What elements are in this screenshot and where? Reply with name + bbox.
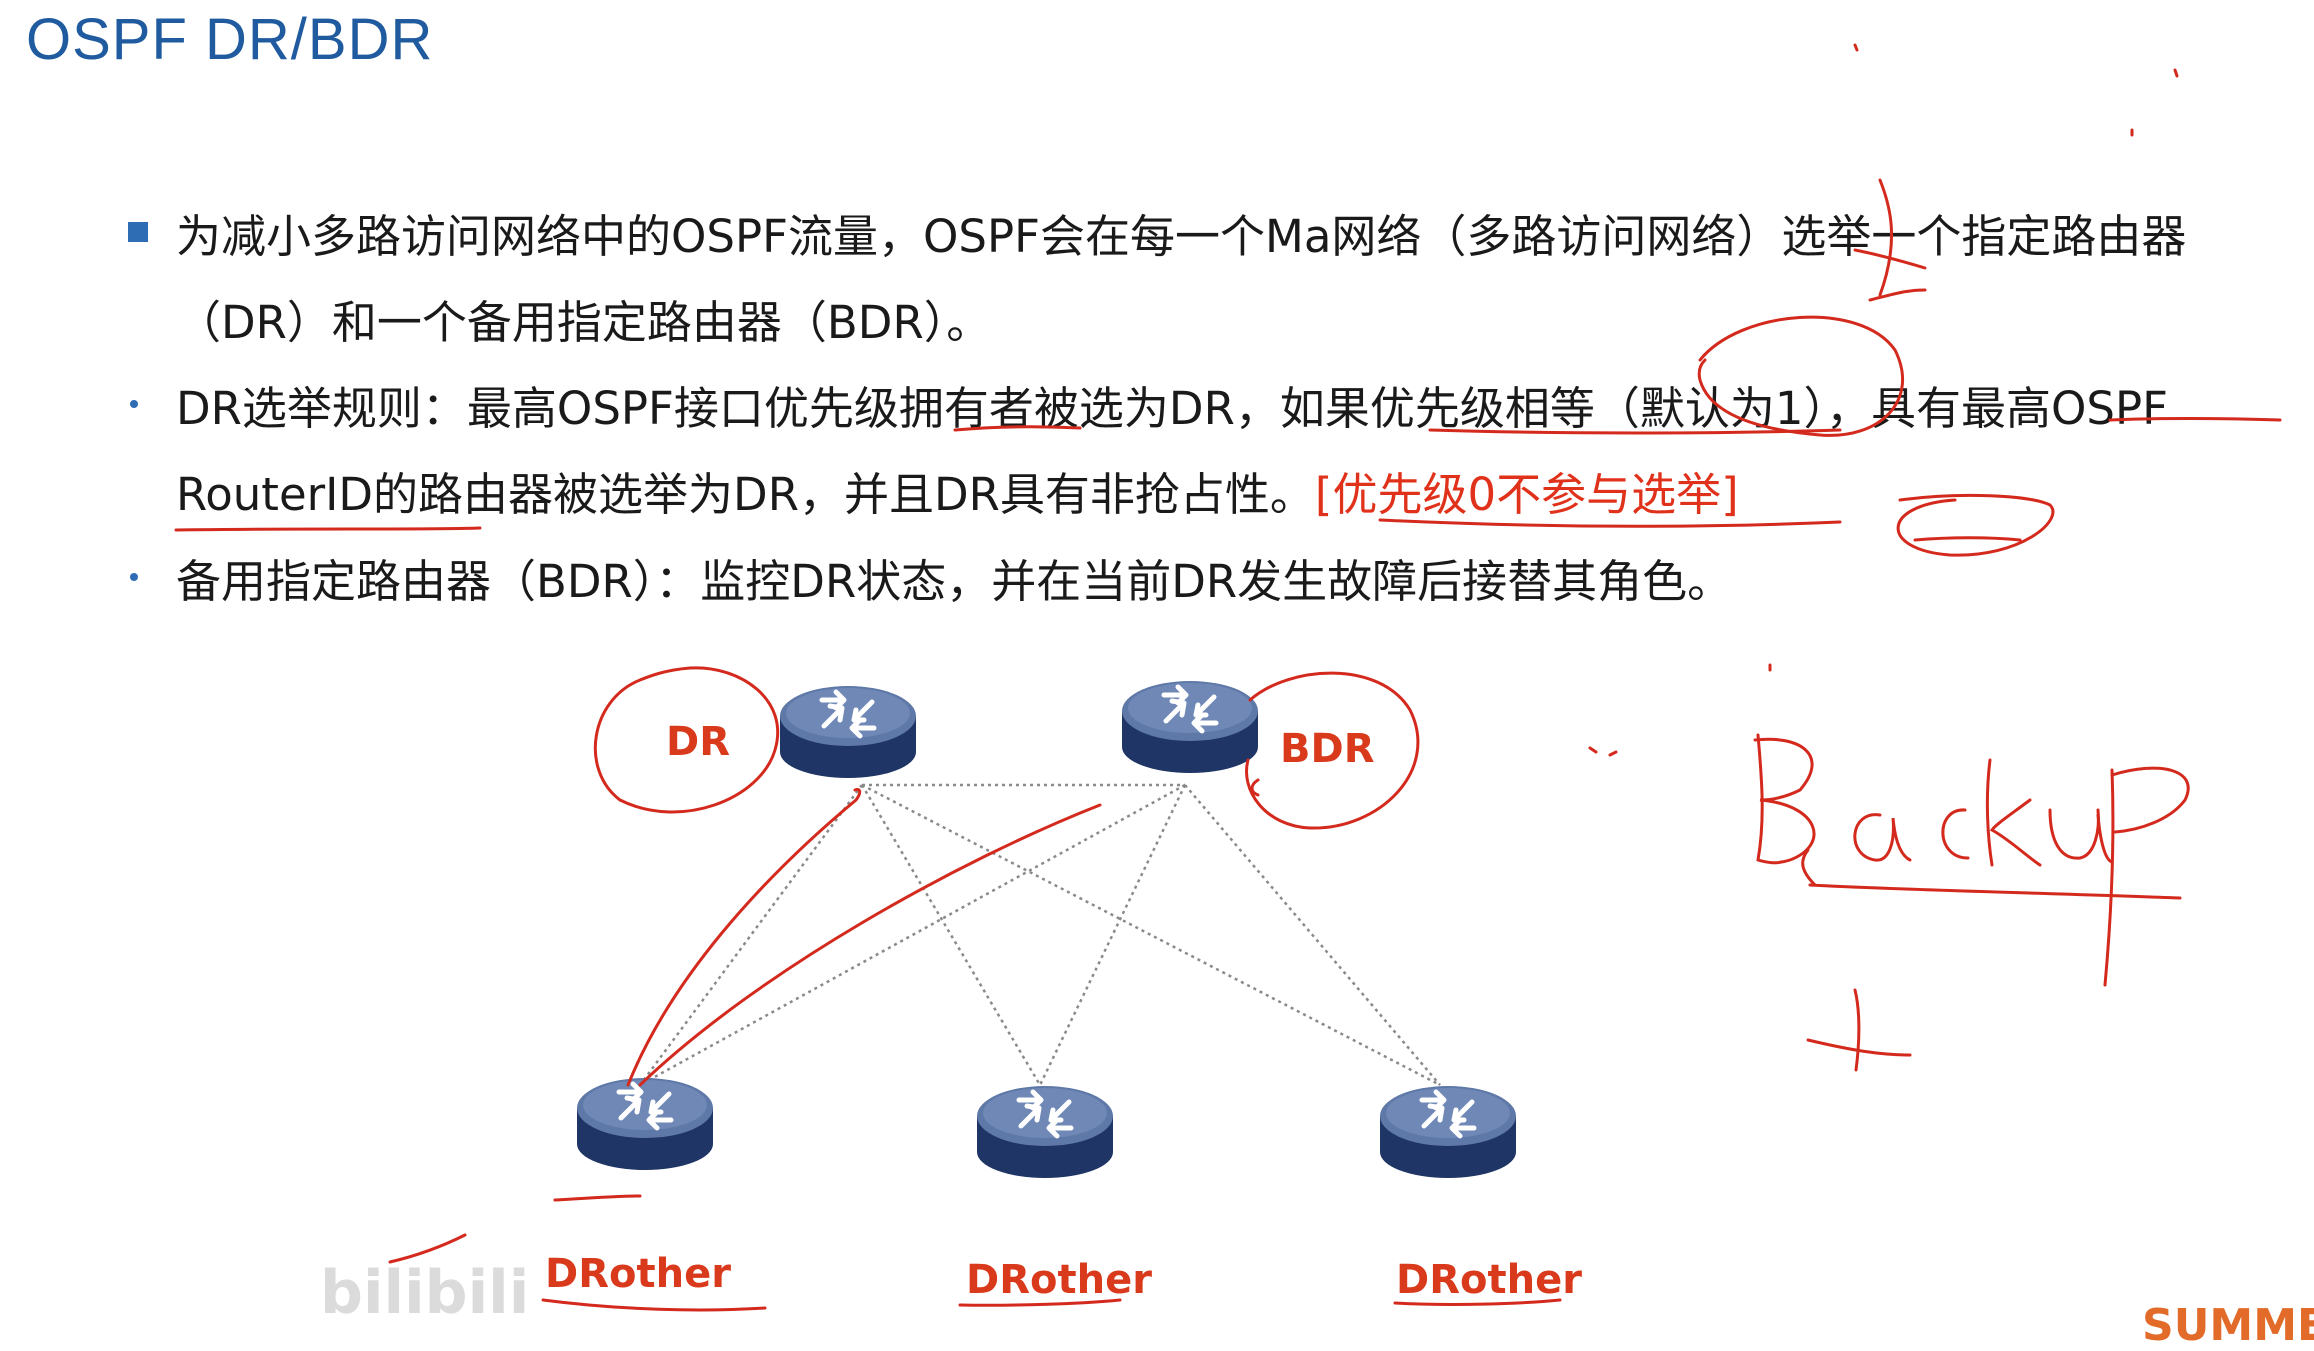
bullet-1-line-2: （DR）和一个备用指定路由器（BDR）。 [176,296,992,349]
router-label-drother-1: DRother [545,1251,731,1297]
router-bdr-icon [1122,681,1258,773]
backup-handwriting [1753,733,2190,987]
dr-circle [593,666,780,814]
link-bdr-drother3 [1184,784,1441,1086]
priority-zero-note: [优先级0不参与选举] [1314,468,1739,521]
router-drother-3-icon [1380,1086,1516,1178]
bullet-2-line-2-text: RouterID的路由器被选举为DR，并且DR具有非抢占性。 [176,468,1315,521]
router-label-dr: DR [666,719,730,765]
bullet-dot-marker [130,400,138,408]
link-dr-drother3 [861,783,1441,1087]
ink-curve-dr [626,788,862,1087]
bilibili-watermark: bilibili [320,1258,530,1328]
page-title: OSPF DR/BDR [26,7,434,72]
summer-watermark: SUMMER [2142,1300,2314,1351]
bullet-2-line-1: DR选举规则：最高OSPF接口优先级拥有者被选为DR，如果优先级相等（默认为1）… [176,382,2168,435]
router-label-bdr: BDR [1280,726,1375,772]
bullet-square-marker [128,222,148,242]
link-bdr-drother1 [639,783,1186,1087]
default-priority-circle [1697,315,1905,437]
link-dr-drother1 [638,784,864,1086]
router-drother-2-icon [977,1086,1113,1178]
ink-curve-bdr [638,803,1102,1087]
bullet-3-line-1: 备用指定路由器（BDR）：监控DR状态，并在当前DR发生故障后接替其角色。 [176,555,1733,608]
bullet-1-line-1: 为减小多路访问网络中的OSPF流量，OSPF会在每一个Ma网络（多路访问网络）选… [176,210,2187,263]
router-drother-1-icon [577,1078,713,1170]
bullet-2-line-2: RouterID的路由器被选举为DR，并且DR具有非抢占性。[优先级0不参与选举… [176,458,1739,523]
router-label-drother-3: DRother [1396,1257,1582,1303]
router-label-drother-2: DRother [966,1257,1152,1303]
bdr-circle [1245,671,1420,830]
bullet-dot-marker [130,573,138,581]
handwritten-annotations [174,43,2282,1312]
link-dr-drother2 [860,784,1042,1086]
router-dr-icon [780,686,916,778]
link-lines [638,783,1441,1087]
link-bdr-drother2 [1038,784,1187,1086]
